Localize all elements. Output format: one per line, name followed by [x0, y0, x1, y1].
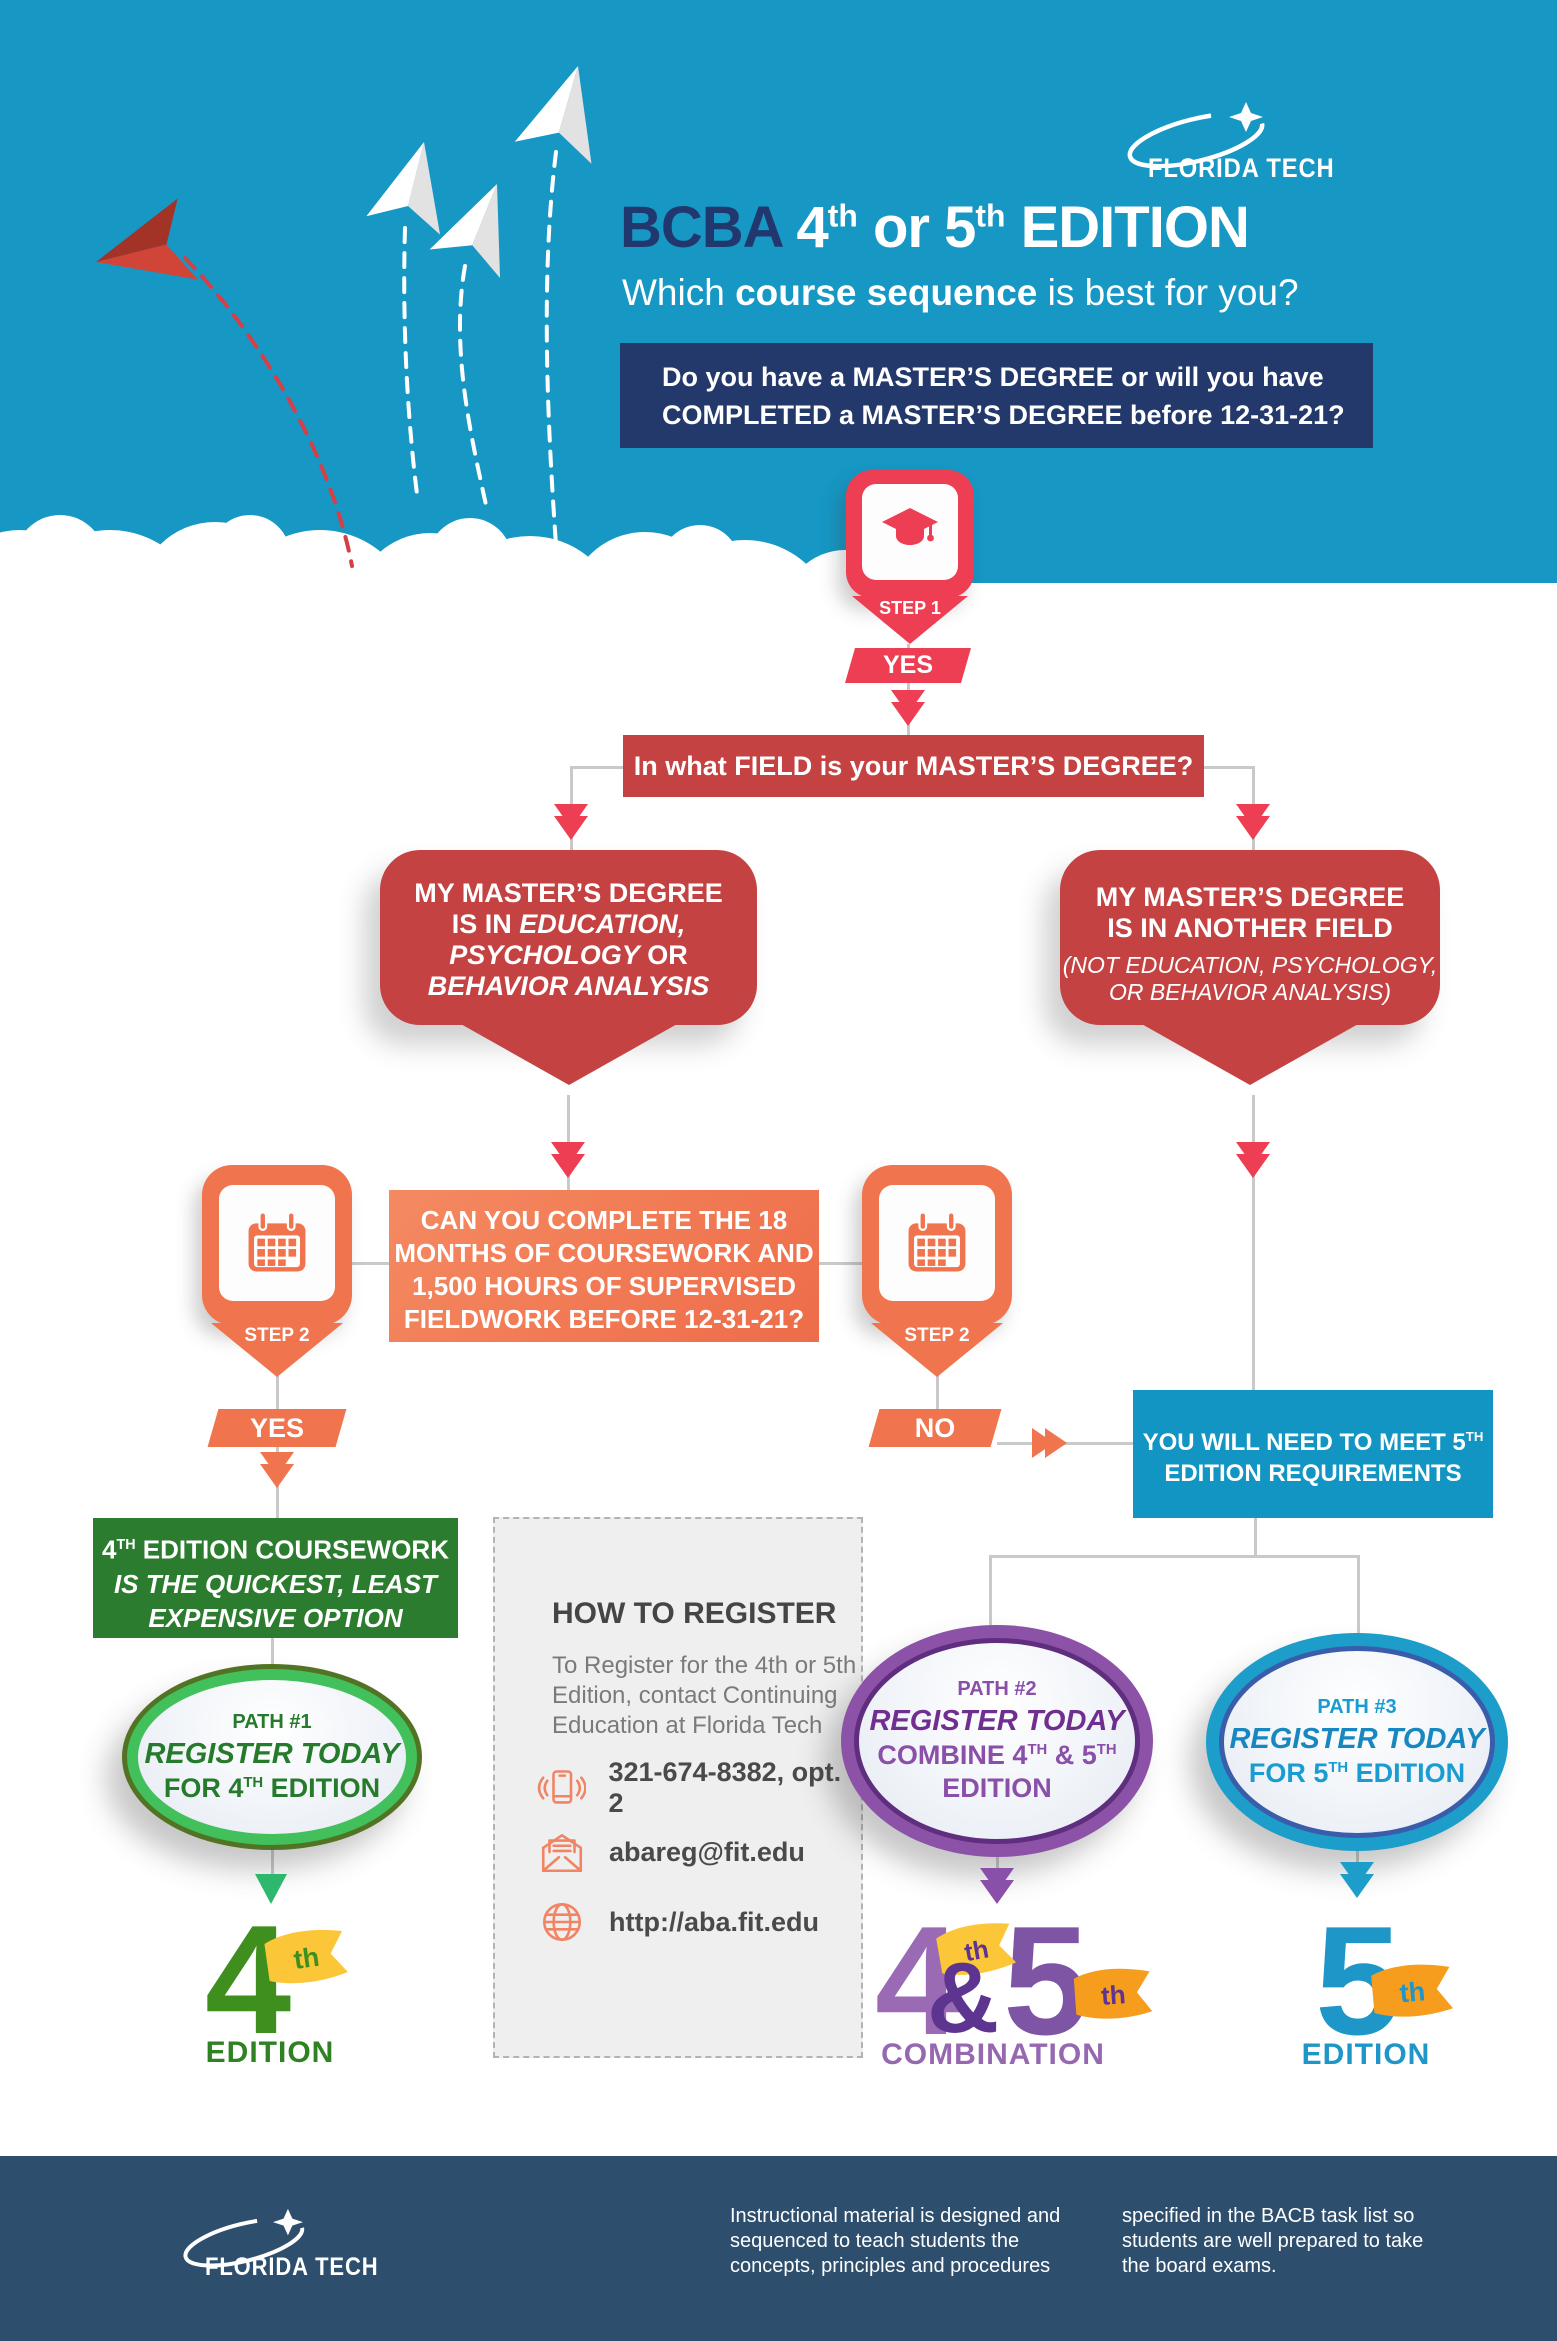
phone-icon: [537, 1770, 587, 1804]
phone-number[interactable]: 321-674-8382, opt. 2: [608, 1757, 842, 1818]
path2-oval: PATH #2 REGISTER TODAY COMBINE 4TH & 5TH…: [841, 1625, 1153, 1857]
coursework-question-box: CAN YOU COMPLETE THE 18 MONTHS OF COURSE…: [389, 1190, 819, 1342]
florida-tech-swoosh-star-icon: [1127, 102, 1265, 169]
down-arrow-icon: [1236, 1142, 1270, 1178]
down-arrow-icon: [551, 1142, 585, 1178]
oval-ring: PATH #2 REGISTER TODAY COMBINE 4TH & 5TH…: [854, 1638, 1140, 1844]
connector: [1254, 1518, 1257, 1558]
step1-label: STEP 1: [879, 598, 941, 618]
calendar-icon: [908, 1211, 966, 1272]
globe-icon: [542, 1902, 582, 1942]
connector: [1356, 1849, 1359, 1865]
florida-tech-logo: FLORIDA TECH: [1118, 102, 1360, 184]
website-row: http://aba.fit.edu: [537, 1897, 819, 1947]
florida-tech-swoosh-star-icon: [183, 2208, 305, 2268]
connector: [571, 766, 623, 769]
4th-edition-coursework-box: 4TH EDITION COURSEWORK IS THE QUICKEST, …: [93, 1518, 458, 1638]
pin-inner-card: [862, 484, 958, 580]
yes-banner-step2: YES: [207, 1409, 347, 1447]
connector: [271, 1848, 274, 1878]
meet-5th-requirements-box: YOU WILL NEED TO MEET 5TH EDITION REQUIR…: [1133, 1390, 1493, 1518]
down-arrow-icon: [1236, 804, 1270, 840]
connector: [271, 1635, 274, 1667]
register-body: To Register for the 4th or 5th Edition, …: [552, 1652, 857, 1739]
oval-ring: PATH #3 REGISTER TODAY FOR 5TH EDITION: [1219, 1646, 1495, 1838]
step2-label: STEP 2: [904, 1325, 970, 1346]
edition5-word: EDITION: [1301, 2038, 1431, 2071]
florida-tech-logo-footer: FLORIDA TECH: [175, 2208, 402, 2282]
oval-core: PATH #2 REGISTER TODAY COMBINE 4TH & 5TH…: [859, 1643, 1135, 1839]
down-arrow-icon: [891, 690, 925, 726]
down-arrow-icon: [980, 1868, 1014, 1904]
edition5-flag-icon: th: [1371, 1964, 1454, 2017]
how-to-register-panel: HOW TO REGISTER To Register for the 4th …: [493, 1517, 863, 2058]
edition4-word: EDITION: [205, 2036, 335, 2069]
no-banner-step2: NO: [868, 1409, 1002, 1447]
florida-tech-wordmark: FLORIDA TECH: [1148, 153, 1335, 183]
oval-ring: PATH #1 REGISTER TODAY FOR 4TH EDITION: [127, 1669, 417, 1845]
pin-inner-card: [219, 1185, 335, 1301]
svg-text:th: th: [1100, 1979, 1127, 2011]
pin-pointer: [211, 1323, 343, 1377]
connector: [989, 1555, 992, 1628]
connector: [332, 1262, 389, 1265]
down-arrow-icon: [255, 1874, 287, 1904]
edition4-flag-icon: th: [264, 1930, 348, 1984]
svg-text:th: th: [292, 1942, 321, 1975]
connector: [1252, 1095, 1255, 1390]
path1-oval: PATH #1 REGISTER TODAY FOR 4TH EDITION: [122, 1664, 422, 1850]
master-degree-question-box: Do you have a MASTER’S DEGREE or will yo…: [620, 343, 1373, 448]
email-icon: [541, 1834, 583, 1873]
bubble-pointer: [458, 1023, 679, 1085]
degree-in-field-bubble: MY MASTER’S DEGREE IS IN EDUCATION, PSYC…: [380, 850, 757, 1085]
email-row: abareg@fit.edu: [537, 1827, 805, 1877]
florida-tech-wordmark: FLORIDA TECH: [205, 2253, 379, 2281]
pin-pointer: [871, 1323, 1003, 1377]
footer: FLORIDA TECH: [0, 2156, 1557, 2341]
combo-number4: 4: [875, 1894, 962, 2067]
down-arrow-icon: [260, 1452, 294, 1488]
combo-ampersand: &: [927, 1942, 1000, 2054]
down-arrow-icon: [554, 804, 588, 840]
page-title: BCBA 4th or 5th EDITION: [620, 195, 1250, 260]
connector: [996, 1855, 999, 1873]
connector: [1204, 766, 1253, 769]
oval-core: PATH #1 REGISTER TODAY FOR 4TH EDITION: [138, 1680, 406, 1834]
website-url[interactable]: http://aba.fit.edu: [609, 1906, 819, 1937]
graduation-cap-icon: [882, 508, 938, 545]
svg-text:th: th: [962, 1935, 991, 1967]
svg-text:th: th: [1398, 1976, 1426, 2008]
yes-banner-step1: YES: [844, 648, 972, 683]
connector: [819, 1262, 862, 1265]
phone-row: 321-674-8382, opt. 2: [537, 1757, 861, 1819]
oval-core: PATH #3 REGISTER TODAY FOR 5TH EDITION: [1224, 1651, 1490, 1833]
pin-inner-card: [879, 1185, 995, 1301]
combo-word: COMBINATION: [881, 2038, 1105, 2071]
field-question-box: In what FIELD is your MASTER’S DEGREE?: [623, 735, 1204, 797]
degree-other-field-bubble: MY MASTER’S DEGREE IS IN ANOTHER FIELD (…: [1060, 850, 1440, 1085]
email-address[interactable]: abareg@fit.edu: [609, 1836, 805, 1867]
footer-text-col2: specified in the BACB task list so stude…: [1122, 2205, 1424, 2277]
down-arrow-icon: [1340, 1862, 1374, 1898]
step2-label: STEP 2: [244, 1325, 310, 1346]
calendar-icon: [248, 1211, 306, 1272]
combo-flag4-icon: th: [936, 1923, 1017, 1975]
connector: [1357, 1555, 1360, 1635]
right-double-chevron-icon: [1032, 1428, 1067, 1463]
combo-flag5-icon: th: [1073, 1968, 1153, 2019]
page-subtitle: Which course sequence is best for you?: [622, 272, 1299, 313]
connector: [989, 1555, 1359, 1558]
bubble-pointer: [1140, 1023, 1360, 1085]
path3-oval: PATH #3 REGISTER TODAY FOR 5TH EDITION: [1206, 1633, 1508, 1851]
footer-text-col1: Instructional material is designed and s…: [730, 2205, 1061, 2277]
register-title: HOW TO REGISTER: [552, 1597, 837, 1630]
